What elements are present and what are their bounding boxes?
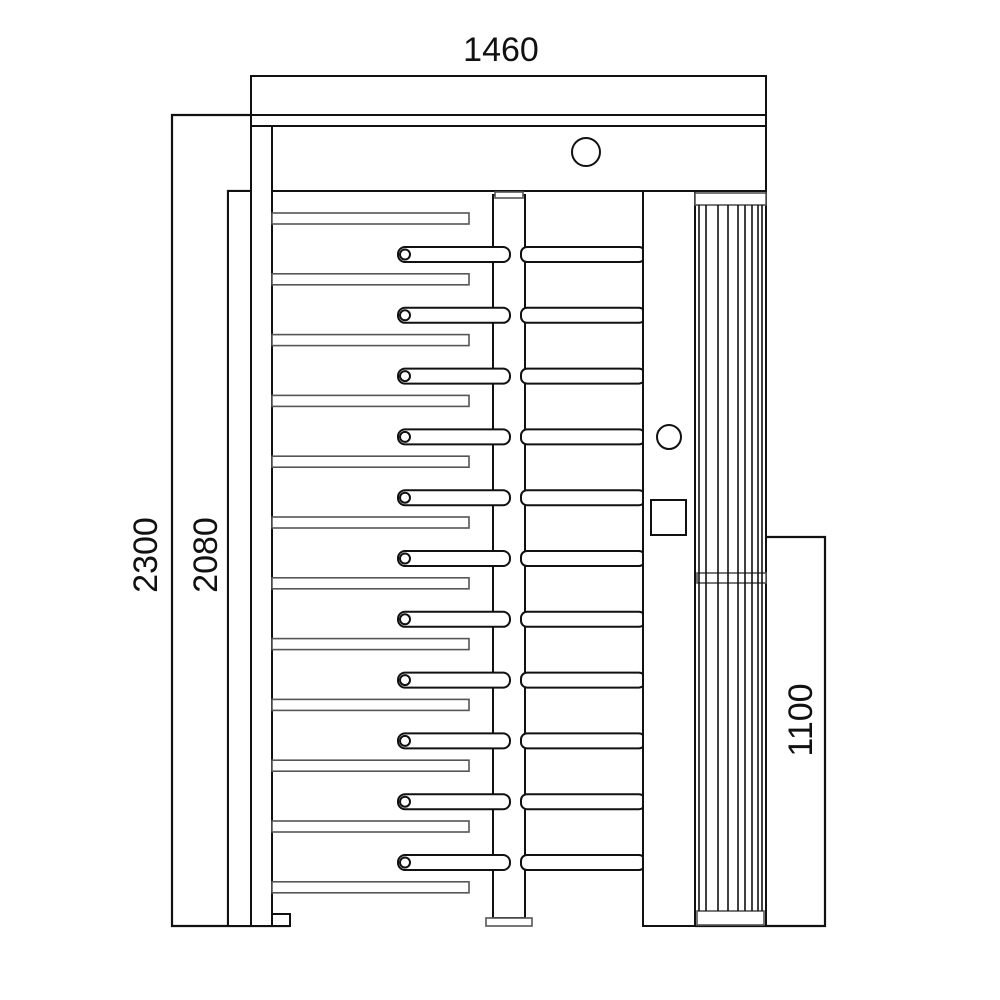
grille-frame xyxy=(694,190,767,927)
rotor-arm-right xyxy=(520,550,646,567)
canopy-band xyxy=(250,114,767,127)
rotor-arm xyxy=(397,854,646,871)
rotor-arm-end-cap xyxy=(399,430,411,443)
rotor-arm-end-cap xyxy=(399,370,411,383)
fixed-arm xyxy=(271,516,470,529)
rotor-arm xyxy=(397,793,646,811)
rotor-arm-left xyxy=(397,732,511,750)
rotor-arm-end-cap xyxy=(399,248,411,261)
rotor-arm-left xyxy=(397,854,511,871)
left-post xyxy=(250,125,273,927)
control-panel xyxy=(650,499,687,536)
rotor-post-cap xyxy=(494,191,524,199)
dimension-label-cabinet-height: 1100 xyxy=(782,683,820,756)
rotor-arm-right xyxy=(520,793,646,811)
rotor-arm xyxy=(397,246,646,263)
header-lamp-icon xyxy=(571,137,601,167)
fixed-arm xyxy=(271,759,470,773)
rotor-arm-end-cap xyxy=(399,309,411,322)
rotor-arm-right xyxy=(520,489,646,507)
rotor-arm-left xyxy=(397,671,511,689)
fixed-arm xyxy=(271,698,470,712)
top-canopy xyxy=(250,75,767,116)
fixed-arm xyxy=(271,820,470,833)
rotor-arm xyxy=(397,550,646,567)
rotor-arm-end-cap xyxy=(399,491,411,504)
left-foot xyxy=(271,913,291,927)
rotor-arm-right xyxy=(520,610,646,628)
rotor-arm-end-cap xyxy=(399,674,411,687)
fixed-arm xyxy=(271,880,470,894)
rotor-arm-left xyxy=(397,610,511,628)
grille-bottom-cap xyxy=(696,910,765,926)
rotor-arm-left xyxy=(397,428,511,446)
rotor-arm-right xyxy=(520,732,646,750)
rotor-arm-right xyxy=(520,854,646,871)
rotor-arm-left xyxy=(397,306,511,324)
rotor-arm-right xyxy=(520,428,646,446)
rotor-arm-right xyxy=(520,306,646,324)
rotor-arm-left xyxy=(397,489,511,507)
rotor-arm xyxy=(397,306,646,324)
grille-top-cap xyxy=(694,192,767,206)
fixed-arm xyxy=(271,455,470,469)
dimension-label-passage-height: 2080 xyxy=(187,517,225,593)
fixed-arm xyxy=(271,333,470,347)
rotor-arm xyxy=(397,367,646,385)
rotor-arm xyxy=(397,610,646,628)
rotor-arm-left xyxy=(397,793,511,811)
rotor-arm-end-cap xyxy=(399,613,411,626)
fixed-arm xyxy=(271,576,470,590)
dimension-label-width: 1460 xyxy=(463,31,539,69)
rotor-post-foot xyxy=(485,917,533,927)
card-reader-icon xyxy=(656,424,682,450)
left-frame xyxy=(227,190,252,927)
fixed-arm xyxy=(271,394,470,408)
right-grille xyxy=(694,190,767,927)
grille-mid-band xyxy=(696,572,767,584)
rotor-arm-end-cap xyxy=(399,734,411,747)
rotor-arm-end-cap xyxy=(399,795,411,808)
rotor-arm-left xyxy=(397,246,511,263)
rotor-arm-left xyxy=(397,550,511,567)
fixed-arm xyxy=(271,637,470,651)
dimension-label-total-height: 2300 xyxy=(127,517,165,593)
rotor-arm-right xyxy=(520,671,646,689)
rotor-arm xyxy=(397,489,646,507)
rotor-arm xyxy=(397,428,646,446)
rotor-arm-left xyxy=(397,367,511,385)
rotor-arm-end-cap xyxy=(399,856,411,869)
rotor-arm-right xyxy=(520,367,646,385)
right-cabinet xyxy=(642,190,696,927)
fixed-arm xyxy=(271,272,470,286)
rotor-arm-right xyxy=(520,246,646,263)
rotor-arm xyxy=(397,671,646,689)
fixed-arms xyxy=(271,212,470,894)
rotor-arm xyxy=(397,732,646,750)
rotor-arm-end-cap xyxy=(399,552,411,565)
fixed-arm xyxy=(271,212,470,225)
header-beam xyxy=(271,125,767,192)
